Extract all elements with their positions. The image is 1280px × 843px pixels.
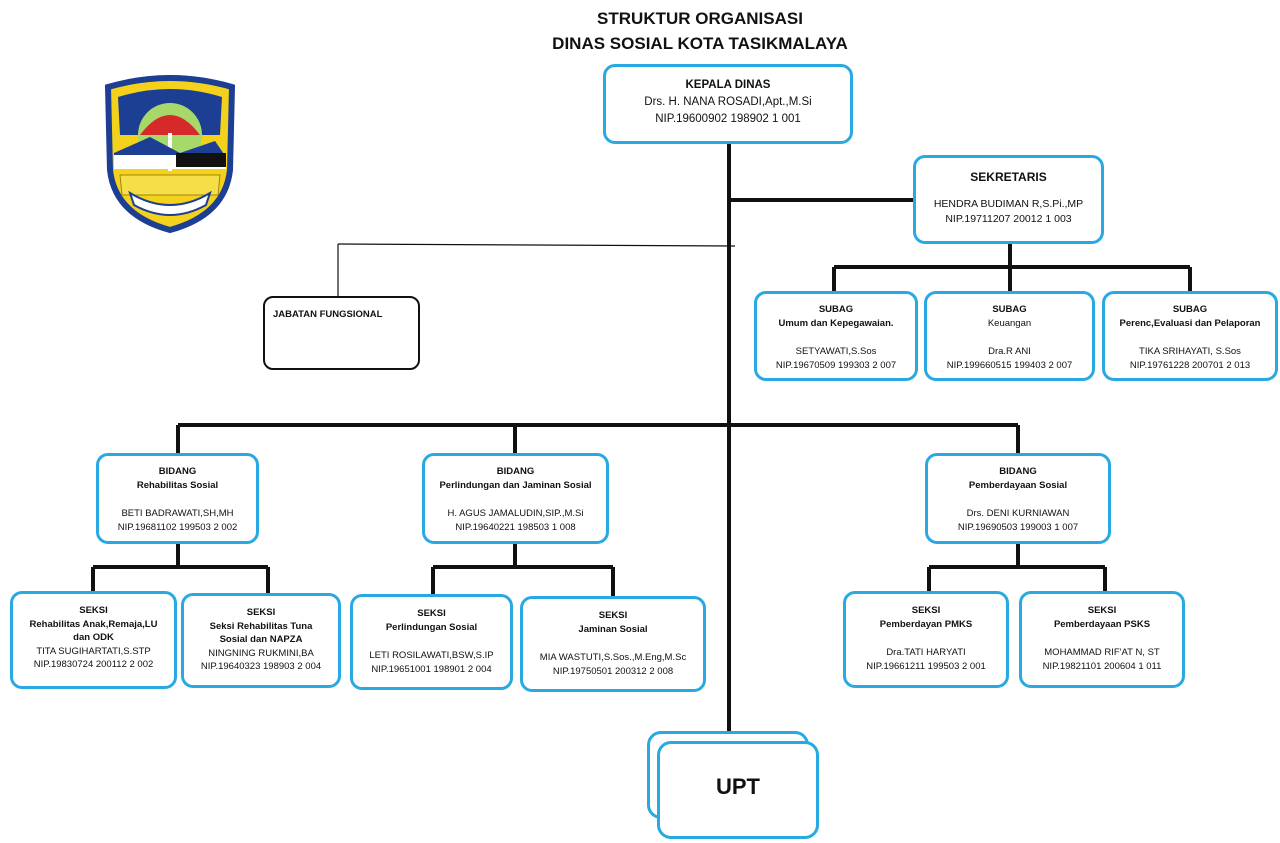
bidang-role: BIDANG bbox=[496, 466, 535, 477]
seksi-perlindungan-box: SEKSI Perlindungan Sosial LETI ROSILAWAT… bbox=[350, 594, 513, 690]
subag-unit: Keuangan bbox=[987, 318, 1032, 329]
seksi-role: SEKSI bbox=[417, 608, 446, 619]
bidang-unit: Pemberdayaan Sosial bbox=[968, 480, 1068, 491]
subag-name: Dra.R ANI bbox=[988, 346, 1031, 357]
bidang-nip: NIP.19690503 199003 1 007 bbox=[957, 522, 1079, 533]
subag-role: SUBAG bbox=[992, 304, 1027, 315]
subag-nip: NIP.199660515 199403 2 007 bbox=[946, 360, 1073, 371]
chart-title-line1: STRUKTUR ORGANISASI bbox=[597, 9, 803, 28]
seksi-rehabilitas-anak-box: SEKSI Rehabilitas Anak,Remaja,LU dan ODK… bbox=[10, 591, 177, 689]
seksi-nip: NIP.19750501 200312 2 008 bbox=[552, 666, 674, 677]
bidang-unit: Perlindungan dan Jaminan Sosial bbox=[439, 480, 592, 491]
subag-nip: NIP.19761228 200701 2 013 bbox=[1129, 360, 1251, 371]
seksi-jaminan-box: SEKSI Jaminan Sosial MIA WASTUTI,S.Sos.,… bbox=[520, 596, 706, 692]
seksi-role: SEKSI bbox=[911, 605, 941, 616]
upt-label: UPT bbox=[716, 774, 760, 799]
subag-name: TIKA SRIHAYATI, S.Sos bbox=[1139, 346, 1241, 357]
subag-umum-box: SUBAG Umum dan Kepegawaian. SETYAWATI,S.… bbox=[754, 291, 918, 381]
bidang-nip: NIP.19681102 199503 2 002 bbox=[117, 522, 238, 533]
seksi-name: TITA SUGIHARTATI,S.STP bbox=[36, 645, 151, 657]
kepala-role: KEPALA DINAS bbox=[685, 79, 771, 91]
bidang-role: BIDANG bbox=[999, 466, 1037, 477]
bidang-unit: Rehabilitas Sosial bbox=[136, 480, 219, 491]
sekretaris-nip: NIP.19711207 20012 1 003 bbox=[945, 213, 1072, 225]
seksi-unit: Pemberdayaan PSKS bbox=[1053, 619, 1151, 630]
kepala-nip: NIP.19600902 198902 1 001 bbox=[655, 113, 801, 125]
bidang-name: BETI BADRAWATI,SH,MH bbox=[121, 508, 234, 519]
seksi-unit-line2: Sosial dan NAPZA bbox=[219, 634, 303, 645]
seksi-role: SEKSI bbox=[598, 610, 628, 621]
subag-name: SETYAWATI,S.Sos bbox=[795, 346, 877, 357]
seksi-name: MIA WASTUTI,S.Sos.,M.Eng,M.Sc bbox=[539, 652, 687, 663]
bidang-nip: NIP.19640221 198503 1 008 bbox=[455, 522, 576, 533]
bidang-perlindungan-box: BIDANG Perlindungan dan Jaminan Sosial H… bbox=[422, 453, 609, 544]
seksi-nip: NIP.19651001 198901 2 004 bbox=[371, 664, 492, 675]
seksi-role: SEKSI bbox=[1087, 605, 1117, 616]
seksi-name: NINGNING RUKMINI,BA bbox=[208, 647, 314, 659]
sekretaris-role: SEKRETARIS bbox=[970, 170, 1047, 184]
bidang-name: Drs. DENI KURNIAWAN bbox=[966, 508, 1070, 519]
bidang-name: H. AGUS JAMALUDIN,SIP.,M.Si bbox=[447, 508, 584, 519]
seksi-tuna-sosial-box: SEKSI Seksi Rehabilitas Tuna Sosial dan … bbox=[181, 593, 341, 688]
upt-box: UPT bbox=[657, 741, 819, 839]
seksi-nip: NIP.19821101 200604 1 011 bbox=[1042, 661, 1162, 672]
seksi-nip: NIP.19661211 199503 2 001 bbox=[866, 661, 986, 672]
seksi-unit: Pemberdayan PMKS bbox=[879, 619, 973, 630]
kepala-name: Drs. H. NANA ROSADI,Apt.,M.Si bbox=[644, 96, 812, 108]
subag-unit: Perenc,Evaluasi dan Pelaporan bbox=[1119, 318, 1261, 329]
bidang-rehabilitas-box: BIDANG Rehabilitas Sosial BETI BADRAWATI… bbox=[96, 453, 259, 544]
seksi-name: LETI ROSILAWATI,BSW,S.IP bbox=[369, 650, 494, 661]
seksi-pmks-box: SEKSI Pemberdayan PMKS Dra.TATI HARYATI … bbox=[843, 591, 1009, 688]
chart-title-line2: DINAS SOSIAL KOTA TASIKMALAYA bbox=[552, 34, 848, 53]
seksi-unit: Rehabilitas Anak,Remaja,LU bbox=[29, 618, 158, 630]
subag-perencanaan-box: SUBAG Perenc,Evaluasi dan Pelaporan TIKA… bbox=[1102, 291, 1278, 381]
jabatan-fungsional-box: JABATAN FUNGSIONAL bbox=[263, 296, 420, 370]
sekretaris-name: HENDRA BUDIMAN R,S.Pi.,MP bbox=[933, 198, 1084, 210]
subag-unit: Umum dan Kepegawaian. bbox=[778, 318, 894, 329]
seksi-role: SEKSI bbox=[246, 607, 276, 618]
seksi-name: Dra.TATI HARYATI bbox=[886, 647, 966, 658]
seksi-unit-line2: dan ODK bbox=[73, 632, 114, 643]
subag-nip: NIP.19670509 199303 2 007 bbox=[775, 360, 897, 371]
seksi-psks-box: SEKSI Pemberdayaan PSKS MOHAMMAD RIF'AT … bbox=[1019, 591, 1185, 688]
seksi-nip: NIP.19830724 200112 2 002 bbox=[33, 659, 154, 670]
subag-role: SUBAG bbox=[818, 304, 854, 315]
jabatan-fungsional-label: JABATAN FUNGSIONAL bbox=[273, 309, 383, 320]
seksi-name: MOHAMMAD RIF'AT N, ST bbox=[1044, 647, 1160, 658]
subag-keuangan-box: SUBAG Keuangan Dra.R ANI NIP.199660515 1… bbox=[924, 291, 1095, 381]
seksi-role: SEKSI bbox=[79, 605, 108, 616]
city-crest-icon bbox=[104, 75, 236, 234]
sekretaris-box: SEKRETARIS HENDRA BUDIMAN R,S.Pi.,MP NIP… bbox=[913, 155, 1104, 244]
kepala-dinas-box: KEPALA DINAS Drs. H. NANA ROSADI,Apt.,M.… bbox=[603, 64, 853, 144]
seksi-unit: Jaminan Sosial bbox=[578, 624, 648, 635]
bidang-pemberdayaan-box: BIDANG Pemberdayaan Sosial Drs. DENI KUR… bbox=[925, 453, 1111, 544]
seksi-unit: Seksi Rehabilitas Tuna bbox=[209, 620, 313, 632]
bidang-role: BIDANG bbox=[158, 466, 197, 477]
seksi-nip: NIP.19640323 198903 2 004 bbox=[200, 661, 322, 672]
subag-role: SUBAG bbox=[1172, 304, 1208, 315]
seksi-unit: Perlindungan Sosial bbox=[385, 622, 478, 633]
